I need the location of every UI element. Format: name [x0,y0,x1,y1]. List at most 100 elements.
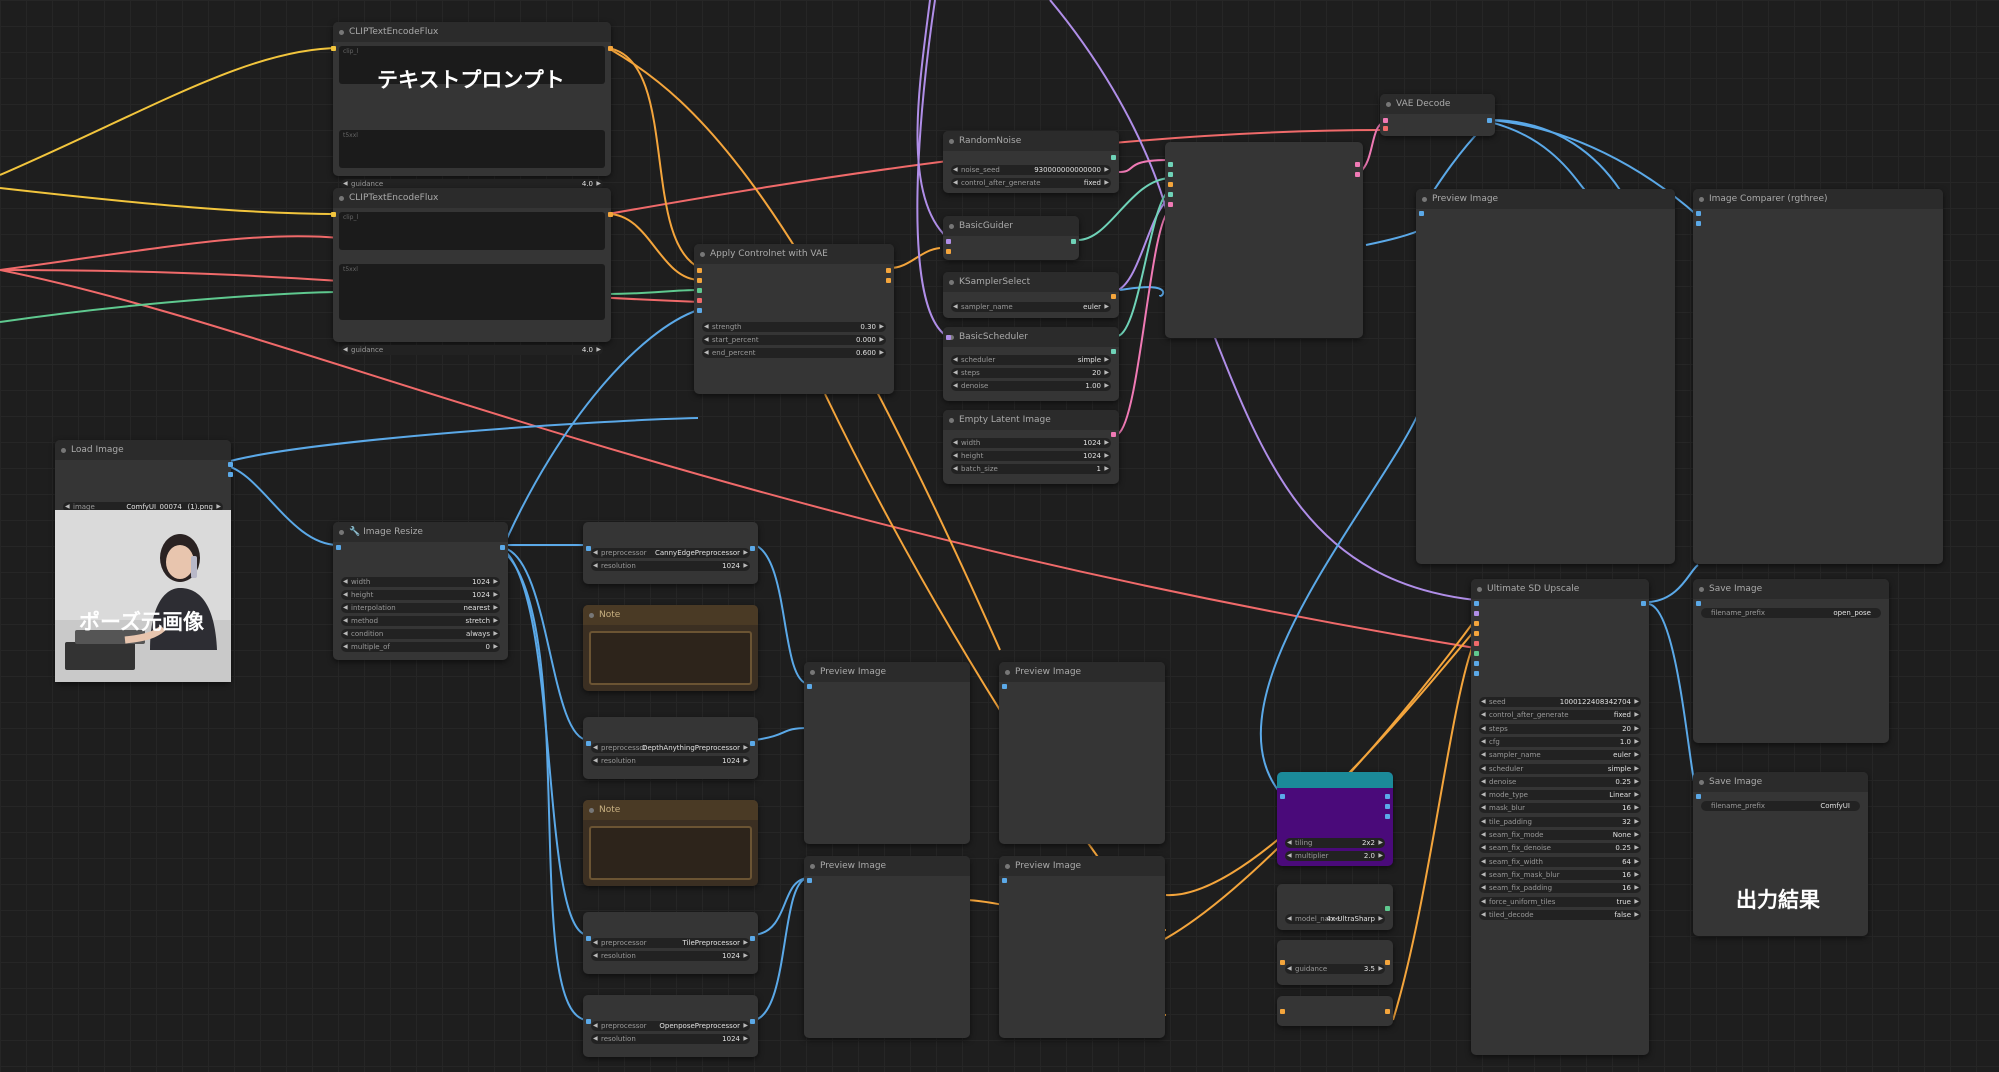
node-title[interactable]: RandomNoise [943,131,1119,151]
noise-input-port[interactable] [1168,162,1173,167]
node-title[interactable]: Empty Latent Image [943,410,1119,430]
sampler-custom-advanced-node[interactable] [1165,142,1363,338]
filename-prefix-widget[interactable]: filename_prefix open_pose [1701,608,1881,618]
image-input-port[interactable] [1474,601,1479,606]
conditioning-input-port[interactable] [1280,1009,1285,1014]
image-output-port[interactable] [500,545,505,550]
clip-text-encode-flux-node-1[interactable]: CLIPTextEncodeFlux clip_l t5xxl guidance… [331,22,613,189]
preview-image-node-a[interactable]: Preview Image [804,662,970,844]
clip-l-textbox[interactable]: clip_l [339,212,605,250]
images-input-port[interactable] [807,878,812,883]
node-title[interactable]: Image Comparer (rgthree) [1693,189,1943,209]
vae-input-port[interactable] [1474,641,1479,646]
clip-text-encode-flux-node-2[interactable]: CLIPTextEncodeFlux clip_l t5xxl guidance… [331,188,613,355]
images-input-port[interactable] [1002,878,1007,883]
image-output-port[interactable] [750,1019,755,1024]
image-output-port[interactable] [1641,601,1646,606]
image-input-port[interactable] [1280,794,1285,799]
note-text-area[interactable] [589,826,752,880]
mask-output-port[interactable] [228,472,233,477]
model-input-port[interactable] [1474,611,1479,616]
basic-scheduler-node[interactable]: BasicScheduler schedulersimplesteps20den… [943,327,1119,401]
samples-input-port[interactable] [1383,118,1388,123]
output-port-2[interactable] [1385,804,1390,809]
images-input-port[interactable] [1696,601,1701,606]
conditioning-output-port[interactable] [608,212,613,217]
node-title[interactable]: Preview Image [804,856,970,876]
sampler-input-port[interactable] [1168,182,1173,187]
image-b-input-port[interactable] [1696,221,1701,226]
noise-output-port[interactable] [1111,155,1116,160]
controlnet-input-port[interactable] [697,288,702,293]
node-title[interactable]: VAE Decode [1380,94,1495,114]
image-a-input-port[interactable] [1696,211,1701,216]
sampler-output-port[interactable] [1111,294,1116,299]
node-title[interactable]: Preview Image [804,662,970,682]
image-input-port[interactable] [586,936,591,941]
image-output-port[interactable] [750,741,755,746]
note-node-1[interactable]: Note [583,605,758,691]
guider-output-port[interactable] [1071,239,1076,244]
node-title[interactable]: 🔧 Image Resize [333,522,508,542]
vae-input-port[interactable] [697,298,702,303]
image-comparer-node[interactable]: Image Comparer (rgthree) [1693,189,1943,564]
conditioning-output-port[interactable] [1385,960,1390,965]
image-output-port[interactable] [228,462,233,467]
node-title[interactable]: BasicScheduler [943,327,1119,347]
node-title[interactable]: CLIPTextEncodeFlux [333,188,611,208]
guidance-widget[interactable]: guidance 4.0 [341,179,603,189]
node-title[interactable]: Note [583,605,758,625]
note-node-2[interactable]: Note [583,800,758,886]
basic-guider-node[interactable]: BasicGuider [943,216,1079,260]
output-port[interactable] [1355,162,1360,167]
output-port-1[interactable] [1385,794,1390,799]
guider-input-port[interactable] [1168,172,1173,177]
vae-input-port[interactable] [1383,126,1388,131]
ultimate-sd-upscale-node[interactable]: Ultimate SD Upscale seed1000122408342704… [1471,579,1649,1055]
image-input-port[interactable] [697,308,702,313]
conditioning-input-port[interactable] [946,249,951,254]
node-title[interactable]: Note [583,800,758,820]
conditioning-input-port[interactable] [1280,960,1285,965]
output-port-3[interactable] [1385,814,1390,819]
image-select-widget[interactable]: image ComfyUI_00074_ (1).png [63,502,223,512]
negative-input-port[interactable] [1474,631,1479,636]
upscale-model-output-port[interactable] [1385,906,1390,911]
load-image-node[interactable]: Load Image image ComfyUI_00074_ (1).png … [55,440,233,682]
model-input-port[interactable] [946,335,951,340]
image-output-port[interactable] [1487,118,1492,123]
conditioning-output-port[interactable] [1385,1009,1390,1014]
node-title[interactable]: Preview Image [1416,189,1675,209]
images-input-port[interactable] [807,684,812,689]
